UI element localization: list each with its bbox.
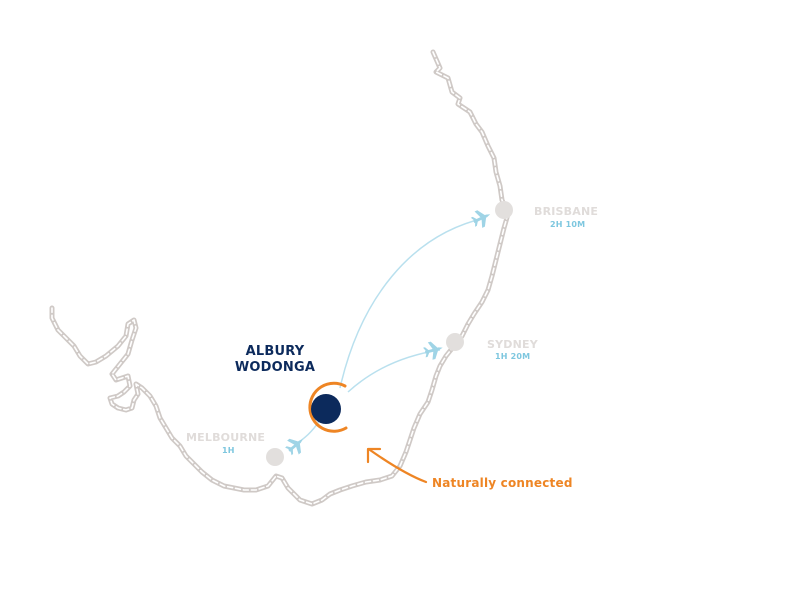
city-time-sydney: 1H 20M <box>495 352 531 361</box>
hub-label-line1: ALBURY <box>245 344 305 359</box>
hub-ring <box>308 381 348 433</box>
hub-label-line2: WODONGA <box>234 360 316 375</box>
hub-marker <box>308 381 348 433</box>
city-time-brisbane: 2H 10M <box>550 220 586 229</box>
coastline-inner <box>51 51 509 505</box>
city-time-melbourne: 1H <box>222 446 235 455</box>
city-dot-melbourne <box>266 448 284 466</box>
plane-icon <box>423 341 443 360</box>
city-label-sydney: SYDNEY <box>487 338 538 351</box>
coastline-outer <box>49 49 511 507</box>
plane-icon <box>470 210 491 228</box>
city-dot-brisbane <box>495 201 513 219</box>
city-label-melbourne: MELBOURNE <box>186 431 266 444</box>
route-brisbane <box>339 217 486 389</box>
plane-icon <box>285 438 303 456</box>
arrow-icon <box>366 447 428 484</box>
hub-label: ALBURY WODONGA <box>232 344 318 376</box>
city-dot-sydney <box>446 333 464 351</box>
tagline: Naturally connected <box>432 476 573 490</box>
hub-dot <box>311 394 341 424</box>
city-label-brisbane: BRISBANE <box>534 205 599 218</box>
coastline <box>49 49 511 507</box>
